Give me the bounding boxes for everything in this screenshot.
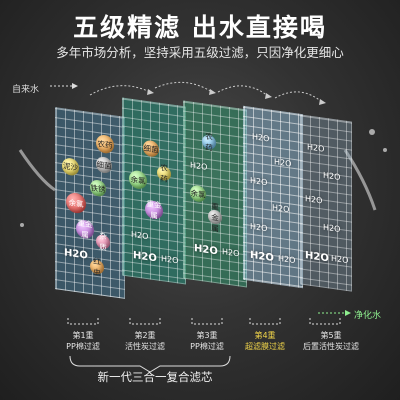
layer-stage: 第3重: [196, 331, 218, 340]
layer-name: 后置活性炭过滤: [303, 342, 359, 351]
filter-panel-1: 农药 细菌 泥沙 铁锈 余氯 H2O 重金属 杂质 红虫: [55, 107, 125, 299]
page-subtitle: 多年市场分析，坚持采用五级过滤，只因净化更细心: [56, 45, 344, 60]
flow-arrow-1: [89, 85, 151, 96]
filter-panel-2: 细菌 余氯 农药 重金属 H2O H2O H2O: [122, 97, 186, 285]
layer-name: 超滤膜过滤: [245, 342, 285, 351]
water-molecule-label: H2O: [305, 250, 329, 265]
water-molecule-label: H2O: [133, 250, 157, 265]
filter-panel-3: 农药 H2O 余氯 重金属 H2O H2O: [183, 100, 247, 288]
layer-label-5: 第5重 后置活性炭过滤: [296, 330, 366, 352]
layer-stage: 第4重: [254, 331, 276, 340]
layer-name: 活性炭过滤: [125, 342, 165, 351]
page-title: 五级精滤 出水直接喝: [73, 13, 327, 42]
combo-filter-note: 新一代三合一复合滤芯: [97, 370, 213, 384]
layer-label-1: 第1重 PP棉过滤: [55, 330, 111, 352]
layer-name: PP棉过滤: [190, 342, 224, 351]
water-molecule-label: H2O: [64, 247, 88, 262]
flow-arrow-4: [274, 91, 323, 103]
water-molecule-label: H2O: [194, 243, 218, 258]
contaminant-ball: 重金属: [208, 201, 222, 233]
water-molecule-label: H2O: [323, 222, 341, 235]
contaminant-ball: 余氯: [129, 169, 147, 191]
inlet-label: 自来水: [12, 85, 40, 95]
contaminant-ball: 重金属: [145, 198, 163, 221]
water-molecule-label: H2O: [250, 175, 268, 188]
flow-arrow-2: [154, 81, 213, 93]
outlet-label: 净化水: [354, 311, 382, 321]
contaminant-ball: 农药: [96, 133, 114, 155]
contaminant-ball: 泥沙: [62, 157, 79, 177]
layer-label-4: 第4重 超滤膜过滤: [237, 330, 293, 352]
flow-arrow-3: [217, 85, 269, 97]
water-molecule-label: H2O: [305, 194, 323, 206]
layer-name: PP棉过滤: [66, 342, 100, 351]
water-molecule-label: H2O: [274, 157, 292, 169]
contaminant-ball: 红虫: [90, 256, 104, 278]
inlet-arrow-head: [72, 83, 78, 89]
layer-stage: 第5重: [320, 331, 342, 340]
water-molecule-label: H2O: [222, 246, 240, 259]
layer-stage: 第1重: [72, 331, 94, 340]
layer-label-2: 第2重 活性炭过滤: [117, 330, 173, 352]
contaminant-ball: 重金属: [76, 218, 94, 240]
water-molecule-label: H2O: [331, 253, 349, 266]
contaminant-ball: 细菌: [96, 155, 112, 175]
contaminant-ball: 铁锈: [90, 179, 106, 198]
contaminant-ball: 细菌: [143, 139, 159, 158]
water-molecule-label: H2O: [131, 229, 149, 242]
outlet-arrow-head: [345, 310, 351, 316]
contaminant-ball: 农药: [157, 163, 171, 184]
layer-label-3: 第3重 PP棉过滤: [179, 330, 235, 352]
water-molecule-label: H2O: [252, 132, 270, 144]
water-molecule-label: H2O: [190, 160, 208, 172]
contaminant-ball: 农药: [202, 132, 216, 153]
contaminant-ball: 杂质: [96, 231, 110, 252]
water-molecule-label: H2O: [307, 142, 325, 154]
water-molecule-label: H2O: [161, 253, 179, 266]
contaminant-ball: 余氯: [66, 191, 86, 215]
water-molecule-label: H2O: [272, 202, 290, 215]
water-molecule-label: H2O: [250, 221, 268, 234]
layer-stage: 第2重: [134, 331, 156, 340]
filter-panel-5: H2O H2O H2O H2O H2O H2O: [300, 114, 352, 292]
water-molecule-label: H2O: [323, 170, 341, 183]
water-molecule-label: H2O: [250, 249, 274, 265]
filter-panel-4: H2O H2O H2O H2O H2O H2O H2O: [243, 105, 303, 289]
contaminant-ball: 余氯: [190, 184, 206, 203]
water-molecule-label: H2O: [278, 253, 296, 266]
